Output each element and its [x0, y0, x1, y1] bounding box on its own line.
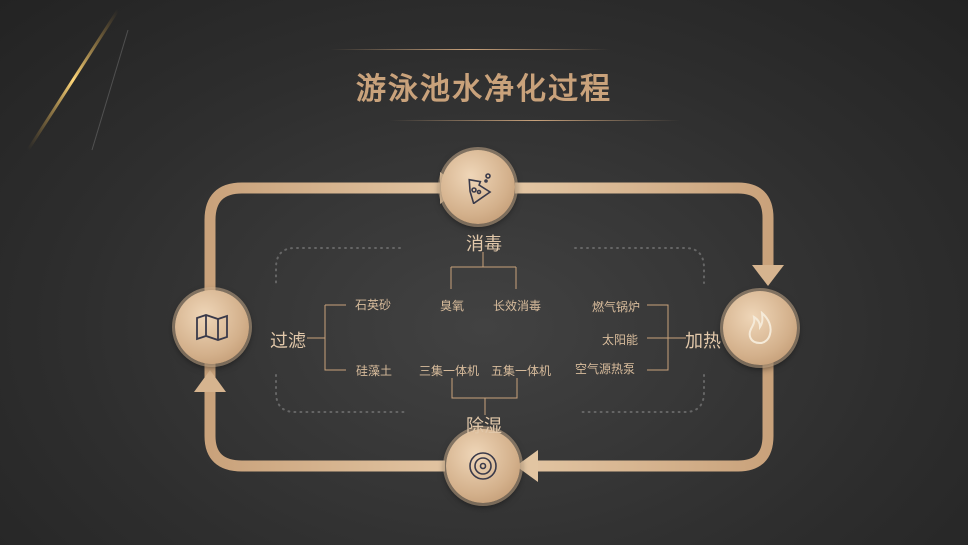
decor-streak	[91, 29, 129, 151]
disc-icon	[469, 452, 497, 480]
disinfect-item: 长效消毒	[493, 299, 542, 313]
decor-streak	[26, 9, 120, 151]
flame-icon	[748, 311, 772, 345]
filter-item: 石英砂	[355, 298, 392, 312]
heat-item: 太阳能	[602, 333, 639, 347]
heat-item: 燃气锅炉	[592, 300, 641, 314]
filter-item: 硅藻土	[356, 364, 393, 378]
map-icon	[196, 314, 228, 341]
flask-icon	[468, 173, 492, 204]
heat-label: 加热	[685, 331, 721, 352]
title-line-bottom	[390, 120, 680, 121]
title-line-top	[330, 49, 610, 50]
dotted-frame-left	[275, 247, 406, 413]
arrow-down	[752, 265, 784, 286]
heat-item: 空气源热泵	[575, 362, 636, 376]
filter-node[interactable]	[175, 290, 249, 364]
dehumidify-item: 五集一体机	[491, 364, 552, 378]
disinfect-node[interactable]	[441, 150, 515, 224]
disinfect-label: 消毒	[466, 234, 502, 255]
dehumidify-label: 除湿	[466, 416, 502, 437]
dehumidify-node[interactable]	[446, 429, 520, 503]
connector-lines	[307, 252, 686, 415]
heat-node[interactable]	[723, 291, 797, 365]
cycle-loop	[204, 182, 774, 472]
filter-label: 过滤	[270, 331, 306, 352]
dehumidify-item: 三集一体机	[419, 364, 480, 378]
arrow-up	[194, 370, 226, 392]
disinfect-item: 臭氧	[440, 299, 465, 313]
arrow-left	[516, 450, 538, 482]
page-title: 游泳池水净化过程	[356, 72, 612, 107]
dotted-frame-right	[574, 247, 705, 413]
